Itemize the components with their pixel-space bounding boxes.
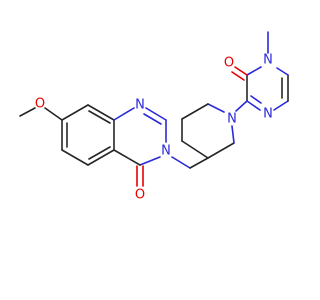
bond-pip-4 xyxy=(181,103,209,120)
atom-n-pyrazinone-4: N xyxy=(263,107,273,122)
bond-pip-1 xyxy=(207,142,235,159)
atom-n-piperidine: N xyxy=(227,112,237,127)
atom-n-quinazoline-3: N xyxy=(161,144,171,159)
bond-ch2-c4pip xyxy=(189,157,209,169)
molecule-structure: O N N O N O N N xyxy=(19,31,289,203)
bond-o-methoxy-ring xyxy=(44,107,63,121)
bond-pz-n1-c2 xyxy=(246,66,262,76)
bond-c8a-n1 xyxy=(113,107,135,121)
bond-layer xyxy=(19,31,289,187)
bond-benzo-5-inner xyxy=(88,110,111,124)
bond-pz-c6-n1 xyxy=(276,67,289,76)
bond-pip-2 xyxy=(231,125,235,144)
bond-benzo-2 xyxy=(61,149,89,166)
bond-pz-n4-c5 xyxy=(273,100,289,111)
bond-pip-6 xyxy=(181,140,209,159)
atom-o-carbonyl-quinazolinone: O xyxy=(135,188,145,203)
bond-benzo-3-inner xyxy=(88,146,111,160)
bond-n1-c2-inner xyxy=(143,113,162,125)
bond-npip-pyrazinone xyxy=(235,100,248,112)
structure-canvas: O N N O N O N N xyxy=(19,31,289,203)
bond-n1-c2 xyxy=(145,107,167,121)
bond-pz-c3-n4 xyxy=(246,100,261,111)
bond-benzo-5 xyxy=(87,104,115,121)
bond-pz-c3-n4-inner xyxy=(250,95,262,104)
bond-c4-c4a xyxy=(113,149,141,166)
atom-o-methoxy: O xyxy=(35,97,45,112)
bond-n3-c4 xyxy=(139,156,161,166)
bond-pz-c2-o-second xyxy=(231,71,245,81)
bond-benzo-3 xyxy=(87,149,115,166)
bond-pz-c2-o xyxy=(234,66,248,76)
bond-benzo-6 xyxy=(61,104,89,121)
bond-n3-ch2 xyxy=(171,156,191,169)
atom-n-pyrazinone-methyl: N xyxy=(263,53,273,68)
atom-label-layer: O N N O N O N N xyxy=(35,53,273,203)
bond-pip-3 xyxy=(207,103,225,113)
bond-methyl-o-methoxy xyxy=(19,107,36,117)
atom-o-carbonyl-pyrazinone: O xyxy=(224,56,234,71)
atom-n-quinazoline-1: N xyxy=(135,98,145,113)
